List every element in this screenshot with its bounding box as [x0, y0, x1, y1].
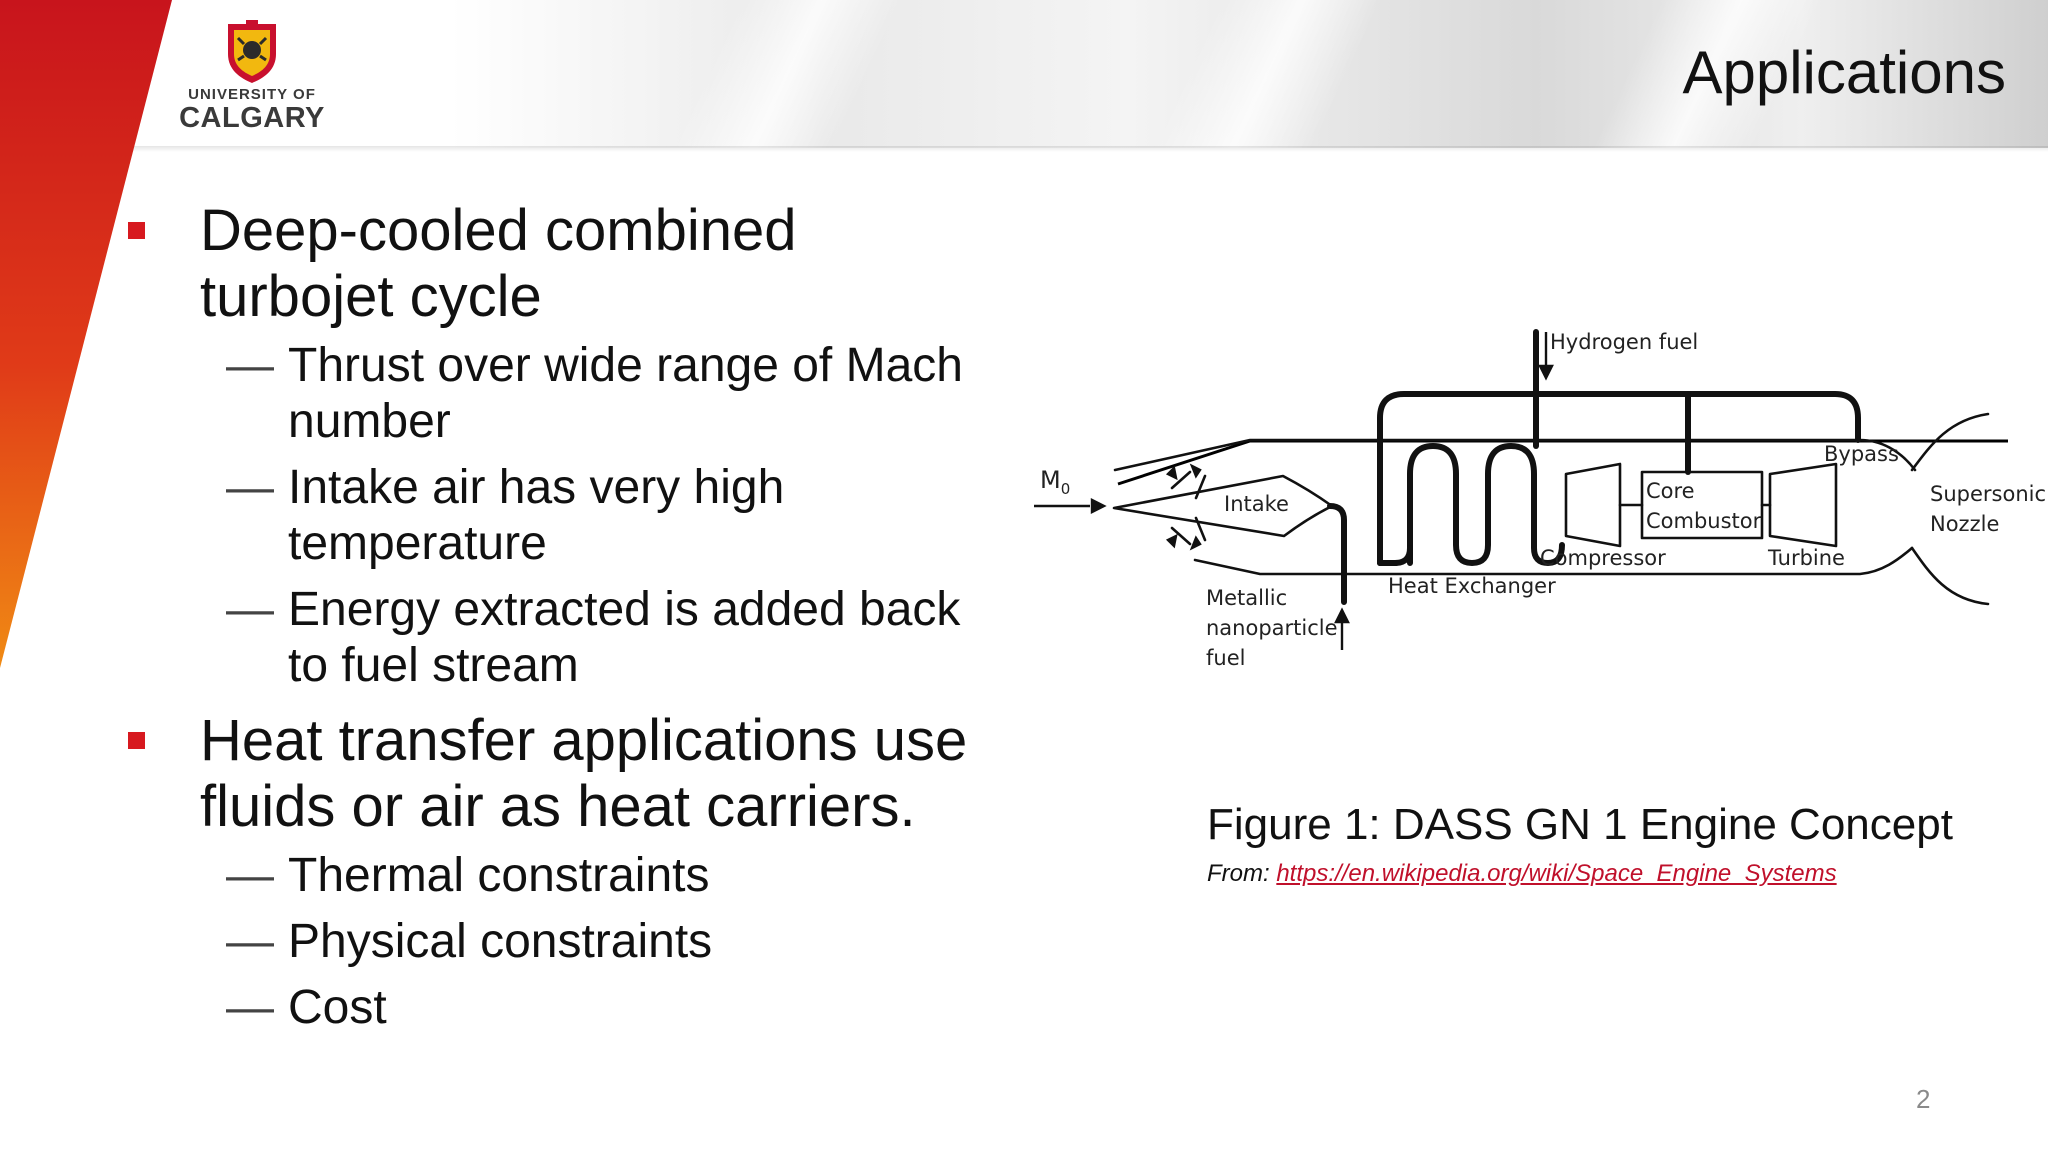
sub-bullet-group: — Thrust over wide range of Mach number …	[126, 338, 1056, 694]
label-heat-exchanger: Heat Exchanger	[1388, 574, 1556, 598]
label-m0-subscript: 0	[1060, 479, 1071, 498]
sub-bullet-text-line: Energy extracted is added back	[288, 583, 961, 636]
sub-bullet-group: — Thermal constraints — Physical constra…	[126, 848, 1056, 1036]
accent-wedge	[0, 0, 172, 668]
nozzle-upper	[1910, 412, 1990, 472]
figure-caption: Figure 1: DASS GN 1 Engine Concept	[1207, 800, 1953, 849]
logo-line-calgary: CALGARY	[179, 102, 325, 134]
label-combustor: Combustor	[1646, 509, 1762, 533]
logo-line-university-of: UNIVERSITY OF	[188, 86, 316, 103]
turbine-shape	[1768, 462, 1838, 548]
intake-ramp-bottom	[1170, 516, 1207, 546]
metallic-fuel-pipe	[1327, 503, 1347, 605]
sub-bullet-item: — Intake air has very high temperature	[126, 460, 1056, 572]
dash-bullet-icon: —	[226, 461, 274, 514]
sub-bullet-item: — Thermal constraints	[126, 848, 1056, 904]
bullet-item: Deep-cooled combined turbojet cycle	[126, 198, 1056, 330]
nozzle-lower	[1910, 546, 1990, 606]
bullet-text-line: fluids or air as heat carriers.	[200, 774, 916, 839]
label-intake: Intake	[1224, 492, 1289, 516]
square-bullet-icon	[128, 732, 145, 749]
sub-bullet-text-line: to fuel stream	[288, 639, 579, 692]
sub-bullet-item: — Physical constraints	[126, 914, 1056, 970]
label-core: Core	[1646, 479, 1695, 503]
intake-spike	[1112, 474, 1334, 538]
label-nozzle: Nozzle	[1930, 512, 2000, 536]
dash-bullet-icon: —	[226, 915, 274, 968]
crest-icon	[228, 20, 276, 83]
dash-bullet-icon: —	[226, 849, 274, 902]
bullet-text-line: Heat transfer applications use	[200, 708, 968, 773]
university-logo: UNIVERSITY OF CALGARY	[178, 20, 326, 134]
heat-exchanger-coils	[1407, 443, 1565, 566]
label-turbine: Turbine	[1768, 546, 1845, 570]
source-link[interactable]: https://en.wikipedia.org/wiki/Space_Engi…	[1276, 860, 1837, 887]
figure-source: From: https://en.wikipedia.org/wiki/Spac…	[1207, 860, 1837, 888]
sub-bullet-text-line: Cost	[288, 981, 387, 1034]
bullet-item: Heat transfer applications use fluids or…	[126, 708, 1056, 840]
label-supersonic: Supersonic	[1930, 482, 2047, 506]
header-shadow	[0, 146, 2048, 152]
sub-bullet-text-line: temperature	[288, 517, 547, 570]
compressor-shape	[1564, 462, 1622, 548]
bypass-pipe	[1377, 391, 1861, 566]
sub-bullet-text-line: Physical constraints	[288, 915, 713, 968]
sub-bullet-text-line: Intake air has very high	[288, 461, 785, 514]
sub-bullet-text-line: Thrust over wide range of Mach	[288, 339, 963, 392]
label-bypass: Bypass	[1824, 442, 1899, 466]
header-band	[0, 0, 2048, 148]
dash-bullet-icon: —	[226, 981, 274, 1034]
page-number: 2	[1916, 1084, 1931, 1114]
casing-bottom	[1193, 546, 1914, 576]
bullet-text-line: Deep-cooled combined	[200, 198, 797, 263]
label-metallic: Metallic	[1206, 586, 1288, 610]
square-bullet-icon	[128, 222, 145, 239]
sub-bullet-text-line: number	[288, 395, 451, 448]
label-m0: M0	[1040, 466, 1070, 498]
dash-bullet-icon: —	[226, 583, 274, 636]
bullet-list: Deep-cooled combined turbojet cycle — Th…	[126, 198, 1056, 1050]
label-m0-base: M	[1040, 466, 1061, 494]
bullet-text-line: turbojet cycle	[200, 264, 542, 329]
label-fuel: fuel	[1206, 646, 1246, 670]
heat-exchanger-link	[1377, 545, 1413, 566]
sub-bullet-item: — Energy extracted is added back to fuel…	[126, 582, 1056, 694]
dash-bullet-icon: —	[226, 339, 274, 392]
sub-bullet-text-line: Thermal constraints	[288, 849, 710, 902]
sub-bullet-item: — Thrust over wide range of Mach number	[126, 338, 1056, 450]
intake-ramp-top	[1170, 470, 1207, 500]
slide-title: Applications	[1682, 39, 2006, 106]
label-nanoparticle: nanoparticle	[1206, 616, 1338, 640]
source-prefix: From:	[1207, 860, 1277, 887]
label-compressor: Compressor	[1540, 546, 1666, 570]
sub-bullet-item: — Cost	[126, 980, 1056, 1036]
label-hydrogen-fuel: Hydrogen fuel	[1550, 330, 1699, 354]
